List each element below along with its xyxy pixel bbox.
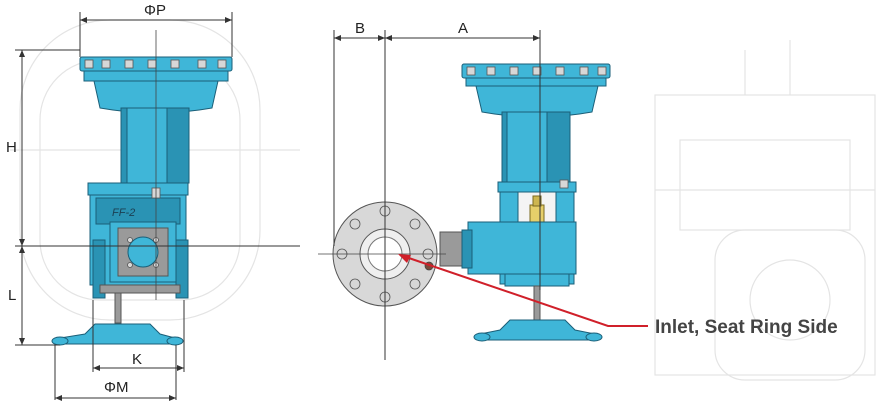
dim-phi-m: ΦM [104, 379, 128, 396]
callout-arrow [399, 254, 648, 327]
side-view-valve [332, 63, 611, 342]
front-view-valve: FF-2 [51, 56, 233, 346]
dim-k: K [132, 351, 142, 368]
dim-l: L [8, 287, 16, 304]
side-view-dimensions: B A [318, 20, 541, 360]
dim-b: B [355, 20, 365, 37]
dim-h: H [6, 139, 17, 156]
brand-mark: FF-2 [112, 207, 135, 219]
dim-phi-p: ΦP [144, 2, 166, 19]
inlet-callout: Inlet, Seat Ring Side [398, 254, 838, 338]
front-view-dimensions: ΦP H L K ΦM [6, 2, 300, 401]
callout-arrowhead [398, 254, 411, 263]
dim-a: A [458, 20, 468, 37]
callout-label: Inlet, Seat Ring Side [655, 317, 838, 338]
